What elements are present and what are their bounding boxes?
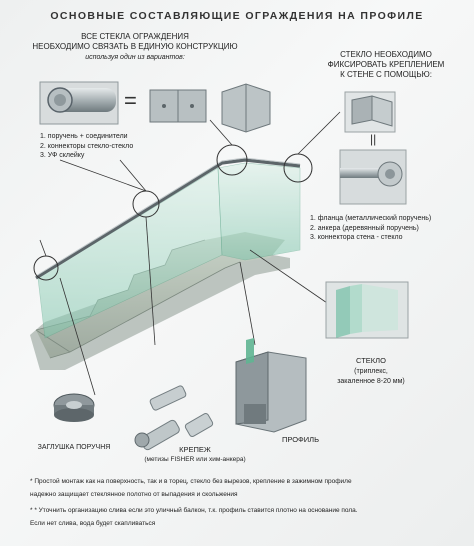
left-heading-line2: НЕОБХОДИМО СВЯЗАТЬ В ЕДИНУЮ КОНСТРУКЦИЮ [32,42,238,51]
fastener-label-title: КРЕПЕЖ [179,445,211,454]
note-2-line1: * * Уточнить организацию слива если это … [30,507,358,514]
right-heading-line3: К СТЕНЕ С ПОМОЩЬЮ: [340,70,432,79]
flange-photo [339,149,407,205]
end-cap-label: ЗАГЛУШКА ПОРУЧНЯ [37,444,111,451]
left-item: 2. коннекторы стекло-стекло [40,142,134,150]
profile-label: ПРОФИЛЬ [282,435,319,444]
left-items-list: 1. поручень + соединители 2. коннекторы … [40,132,133,161]
glass-label-line2: (триплекс, [354,368,388,375]
fastener-images [134,385,214,451]
handrail [35,157,301,280]
left-item: 1. поручень + соединители [40,133,128,140]
glass-panels [37,162,301,339]
profile-image [235,338,307,433]
glass-label-title: СТЕКЛО [356,356,386,365]
pointer-lines [39,111,341,396]
glass-connector-flat [149,89,207,123]
right-heading-line2: ФИКСИРОВАТЬ КРЕПЛЕНИЕМ [327,60,445,69]
fastener-label-subtitle: (метизы FISHER или хим-анкера) [144,456,246,463]
left-heading-line1: ВСЕ СТЕКЛА ОГРАЖДЕНИЯ [81,32,189,41]
glass-connector-corner [221,83,271,133]
right-item: 1. фланца (металлический поручень) [310,215,432,222]
handrail-photo [39,81,119,125]
wall-connector [344,91,396,133]
glass-label-line3: закаленное 8-20 мм) [337,378,405,385]
right-heading-line1: СТЕКЛО НЕОБХОДИМО [340,50,432,59]
page-title: ОСНОВНЫЕ СОСТАВЛЯЮЩИЕ ОГРАЖДЕНИЯ НА ПРОФ… [50,10,424,22]
glass-sample [325,281,409,339]
left-subheading: используя один из вариантов: [85,54,185,61]
or-sign: || [370,132,377,146]
note-1-line1: * Простой монтаж как на поверхность, так… [30,478,352,485]
note-2-line2: Если нет слива, вода будет скапливаться [30,520,156,527]
right-items-list: 1. фланца (металлический поручень) 2. ан… [310,214,431,243]
right-item: 2. анкера (деревянный поручень) [310,224,419,232]
left-item: 3. УФ склейку [40,152,85,159]
end-cap-image [53,393,95,422]
right-item: 3. коннектора стена - стекло [310,234,403,241]
note-1-line2: надежно защищает стеклянное полотно от в… [30,491,238,498]
equals-sign: = [124,88,137,113]
